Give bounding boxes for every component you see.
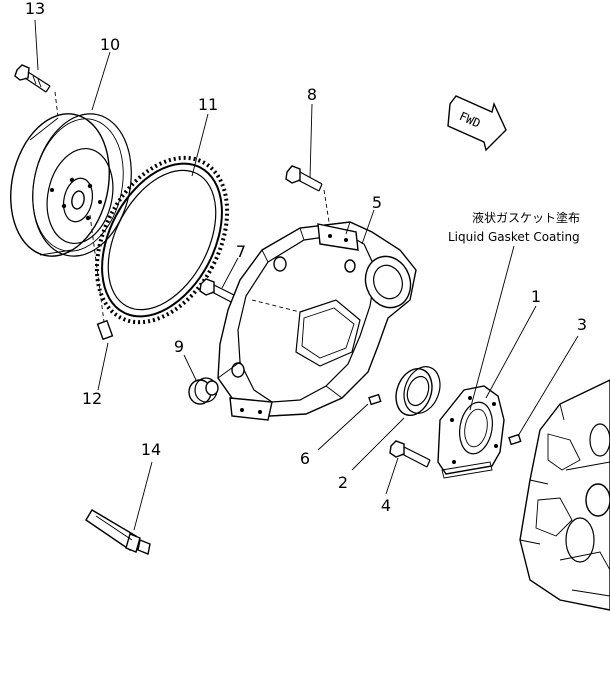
leader-5 xyxy=(361,209,375,245)
callout-1: 1 xyxy=(531,287,541,306)
leader-11 xyxy=(191,113,209,177)
part-14-sealant-tube xyxy=(85,509,151,555)
part-6-pin xyxy=(368,393,382,406)
callout-14: 14 xyxy=(141,440,161,459)
callout-8: 8 xyxy=(307,85,317,104)
leader-2 xyxy=(351,417,405,471)
leader-10 xyxy=(91,51,111,111)
leader-13 xyxy=(34,19,39,71)
part-7-bolt xyxy=(199,278,237,304)
leader-8 xyxy=(309,103,313,179)
leader-14 xyxy=(133,461,153,531)
fwd-arrow-icon: FWD xyxy=(447,95,507,152)
callout-10: 10 xyxy=(100,35,120,54)
part-8-bolt xyxy=(285,165,331,229)
callout-5: 5 xyxy=(372,193,382,212)
leader-1 xyxy=(485,305,537,399)
part-13-bolt xyxy=(14,64,67,186)
part-1-seal-retainer xyxy=(437,385,505,479)
leader-7 xyxy=(221,257,239,289)
callout-12: 12 xyxy=(82,389,102,408)
callout-7: 7 xyxy=(236,242,246,261)
part-10-flywheel xyxy=(10,113,132,257)
part-11-ring-gear xyxy=(94,155,230,325)
gasket-note-japanese: 液状ガスケット塗布 xyxy=(472,210,580,225)
leader-6 xyxy=(317,403,369,451)
leader-gasket-note xyxy=(469,245,515,411)
leader-9 xyxy=(183,354,197,381)
part-5-flywheel-housing xyxy=(217,221,417,421)
part-4-bolt xyxy=(389,440,431,468)
callout-6: 6 xyxy=(300,449,310,468)
callout-3: 3 xyxy=(577,315,587,334)
callout-2: 2 xyxy=(338,473,348,492)
callout-4: 4 xyxy=(381,496,391,515)
leader-4 xyxy=(385,457,399,495)
part-2-oil-seal xyxy=(395,366,441,416)
leader-12 xyxy=(97,342,109,391)
engine-block xyxy=(519,379,610,611)
part-3-pin xyxy=(508,433,522,446)
callout-13: 13 xyxy=(25,0,45,18)
callout-11: 11 xyxy=(198,95,218,114)
gasket-note-english: Liquid Gasket Coating xyxy=(448,230,580,244)
part-9-plug xyxy=(188,377,219,405)
callout-9: 9 xyxy=(174,337,184,356)
part-12-pin xyxy=(89,214,114,341)
leader-3 xyxy=(517,335,579,437)
